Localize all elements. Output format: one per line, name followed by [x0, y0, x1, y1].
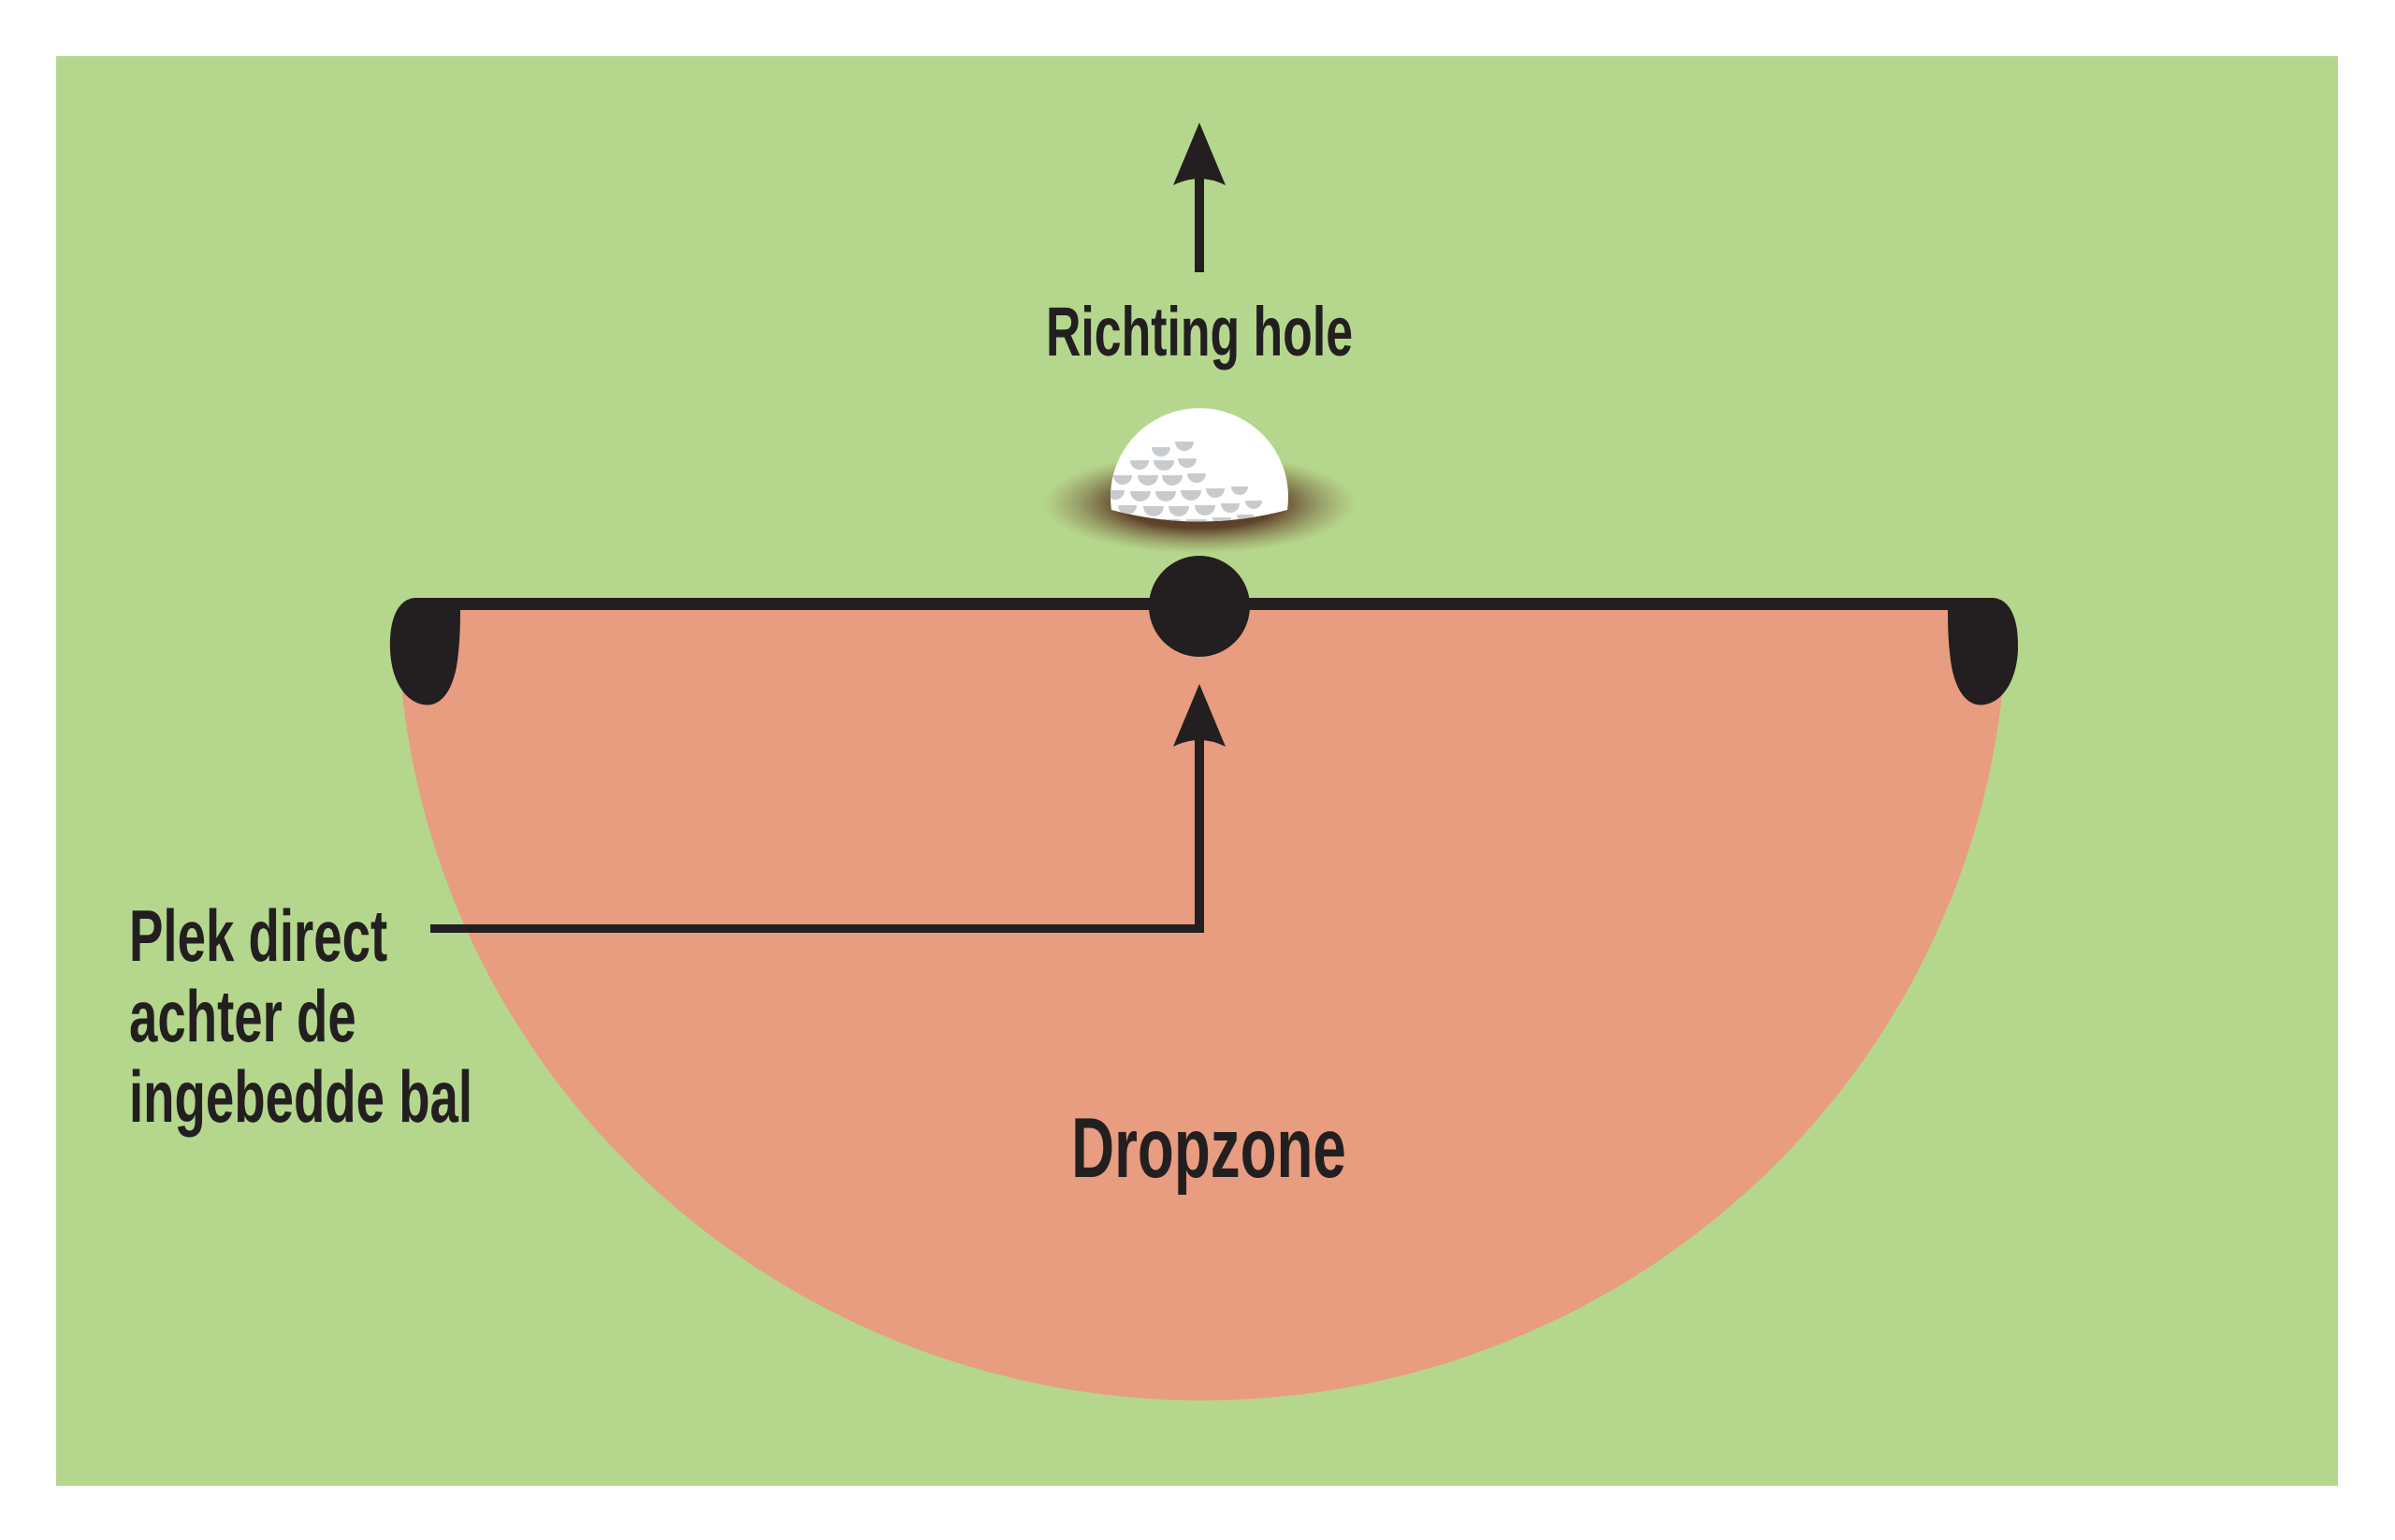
dropzone-semicircle	[398, 610, 2007, 1401]
spot-pointer-arrow	[430, 684, 1226, 933]
boundary-line-left-end	[389, 598, 460, 705]
embedded-ball	[1110, 408, 1288, 522]
pointer-arrow-head	[1173, 684, 1226, 747]
spot-label-line-2: achter de	[129, 975, 356, 1057]
boundary-line-right-end	[1948, 598, 2019, 705]
pointer-leader-line	[430, 924, 1204, 933]
spot-label-line-3: ingebedde bal	[129, 1055, 473, 1138]
direction-arrow-shaft	[1195, 171, 1204, 272]
ball-dimples	[1110, 442, 1262, 522]
direction-arrow-head	[1173, 123, 1226, 185]
spot-behind-ball-label: Plek direct achter de ingebedde bal	[129, 895, 472, 1137]
reference-point-dot	[1149, 556, 1250, 657]
spot-label-line-1: Plek direct	[129, 894, 388, 977]
dropzone-label: Dropzone	[1071, 1101, 1346, 1196]
pointer-arrow-shaft	[1195, 733, 1204, 933]
direction-hole-label: Richting hole	[1045, 293, 1354, 370]
direction-arrow	[1173, 123, 1226, 272]
